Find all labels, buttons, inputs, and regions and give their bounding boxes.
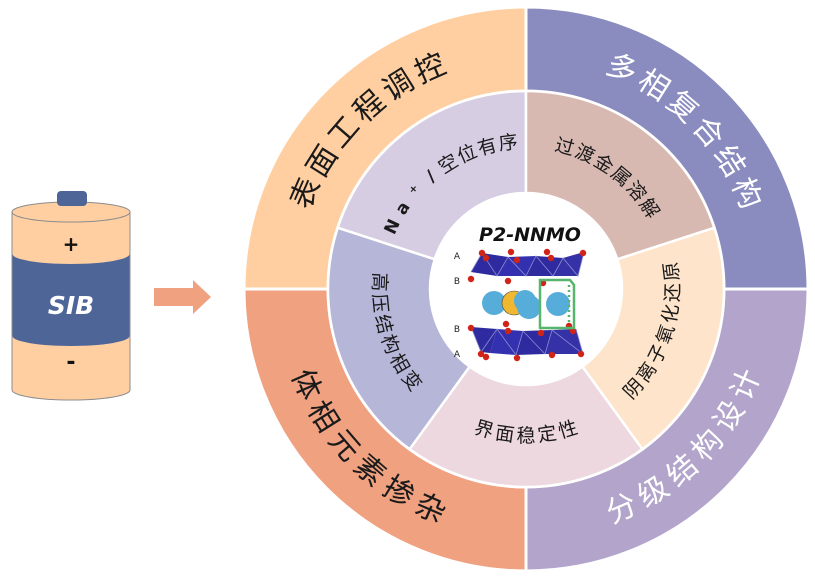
layer-label-a-bottom: A xyxy=(454,350,461,360)
battery-label: SIB xyxy=(48,291,94,320)
inner-segment-label-char: 压 xyxy=(368,293,392,314)
layer-label-b-bottom: B xyxy=(454,325,460,335)
inner-segment-label-char: 序 xyxy=(497,131,519,155)
inner-segment-label-char: 定 xyxy=(536,422,558,447)
inner-segment-label-char: 结 xyxy=(370,312,396,336)
layer-label-a-top: A xyxy=(454,252,461,262)
vacancy-box xyxy=(538,278,576,330)
outer-ring: 表面工程调控多相复合结构分级结构设计体相元素掺杂 xyxy=(242,5,810,573)
sodium-layer xyxy=(482,290,570,319)
center-structure: P2-NNMO xyxy=(430,193,622,385)
battery-positive-symbol: + xyxy=(63,232,80,256)
oxygen-atoms xyxy=(467,248,587,362)
lower-octahedra-layer xyxy=(470,326,584,356)
upper-octahedra-layer xyxy=(470,251,585,277)
inner-segment-label-char: 高 xyxy=(368,272,391,292)
arrow-right-icon xyxy=(154,280,211,314)
inner-segment-label-char: 化 xyxy=(658,303,683,325)
battery-negative-symbol: - xyxy=(66,350,75,375)
crystal-structure-icon: A B B A xyxy=(454,248,587,362)
inner-segment-label-char: 稳 xyxy=(516,425,535,447)
inner-segment-label-char: 原 xyxy=(660,261,684,283)
battery-icon: + SIB - xyxy=(11,191,131,401)
inner-segment-label-char: 还 xyxy=(662,283,684,303)
inner-segment-label-char: 面 xyxy=(494,422,516,447)
battery-band xyxy=(12,254,130,347)
center-title: P2-NNMO xyxy=(479,224,581,246)
battery-cap xyxy=(57,191,87,206)
layer-label-b-top: B xyxy=(454,277,460,287)
